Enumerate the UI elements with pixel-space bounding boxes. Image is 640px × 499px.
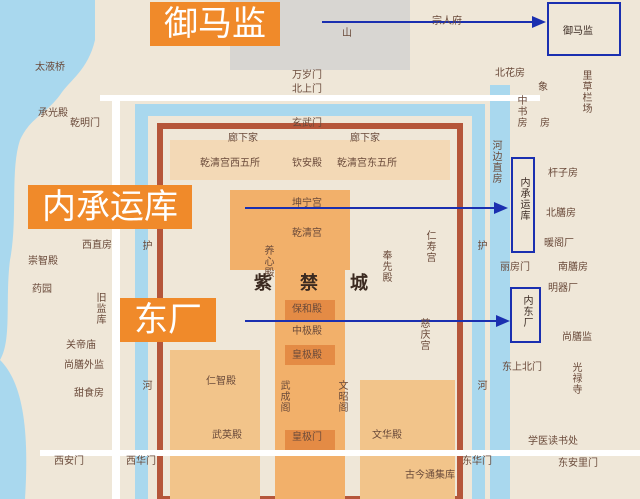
neidongchang-box-label: 内东厂 <box>521 295 532 328</box>
label-qianqinggong: 乾清宫 <box>292 228 322 239</box>
central-hall-1 <box>285 300 335 320</box>
li-text: 里 <box>580 70 591 81</box>
callout-yumajian: 御马监 <box>150 2 280 46</box>
label-wuyingdian: 武英殿 <box>212 430 242 441</box>
label-gujindian: 古今通集库 <box>405 470 455 481</box>
label-beishanfang: 北膳房 <box>546 208 576 219</box>
label-jin: 禁 <box>300 273 318 294</box>
label-beihuafang: 北花房 <box>495 68 525 79</box>
label-yangxindian: 养心殿 <box>262 245 273 278</box>
label-kunninggong: 坤宁宫 <box>292 198 322 209</box>
west-road <box>112 100 120 499</box>
label-dongshangmen: 东上北门 <box>502 362 542 373</box>
neidongchang-box: 内东厂 <box>510 287 541 343</box>
label-li-cao-lan-chang: 里草栏场 <box>580 70 591 114</box>
lake-lower <box>0 360 27 499</box>
label-taiyeqiao: 太液桥 <box>35 62 65 73</box>
label-qianqing-xiwusuo: 乾清宫西五所 <box>200 158 260 169</box>
label-nanshanfang: 南膳房 <box>558 262 588 273</box>
label-jiumen: 西华门 <box>126 456 156 467</box>
label-jiqingdian: 慈庆宫 <box>418 318 429 351</box>
label-cheng: 城 <box>350 273 368 294</box>
label-huangjimen: 皇极门 <box>292 432 322 443</box>
label-xiang: 象 <box>538 82 548 93</box>
chengyunku-box-label: 内承运库 <box>518 177 529 221</box>
label-huangjidian: 皇极殿 <box>292 350 322 361</box>
label-langxiajia-l: 廊下家 <box>228 133 258 144</box>
label-zongrenfu: 宗人府 <box>432 16 462 27</box>
label-xuanwumen: 玄武门 <box>292 118 322 129</box>
label-donghuamen: 东华门 <box>462 456 492 467</box>
label-wuchengge: 武成阁 <box>278 380 289 413</box>
east-block <box>360 380 455 499</box>
chengyunku-box: 内承运库 <box>511 157 535 253</box>
label-zhongshufang: 中书房 <box>515 95 526 128</box>
label-sifangdian: 西直房 <box>82 240 112 251</box>
north-row <box>170 140 450 180</box>
label-fengxiandian: 奉先殿 <box>380 250 391 283</box>
label-wansuimen: 万岁门 <box>292 70 322 81</box>
label-jiuyanjian: 旧监库 <box>94 292 105 325</box>
west-block <box>170 350 260 499</box>
label-xianfang: 西安门 <box>54 456 84 467</box>
label-baohedian: 保和殿 <box>292 304 322 315</box>
label-mingqichang: 明器厂 <box>548 283 578 294</box>
label-nuanfang: 暖阁厂 <box>544 238 574 249</box>
south-road <box>40 450 640 456</box>
label-he-l: 河 <box>140 380 151 391</box>
label-qinandian: 钦安殿 <box>292 158 322 169</box>
label-tianshifang: 甜食房 <box>74 388 104 399</box>
label-chengguangdian: 承光殿 <box>38 108 68 119</box>
label-renzhidian: 仁智殿 <box>206 376 236 387</box>
label-wenzhaoge: 文昭阁 <box>336 380 347 413</box>
inner-court <box>230 190 350 270</box>
label-guanglusi: 光禄寺 <box>570 362 581 395</box>
label-chongzhidian: 崇智殿 <box>28 256 58 267</box>
central-hall-2 <box>285 345 335 365</box>
lake <box>0 0 95 360</box>
label-xinzhai: 药园 <box>32 284 52 295</box>
label-renshougong: 仁寿宫 <box>424 230 435 263</box>
yumajian-box: 御马监 <box>547 2 621 56</box>
arrow-head-2 <box>494 202 508 214</box>
label-fang: 房 <box>540 118 550 129</box>
label-zongdian: 杆子房 <box>548 168 578 179</box>
callout-chengyunku: 内承运库 <box>28 185 192 229</box>
label-donganmen: 东安里门 <box>558 458 598 469</box>
label-shangshanjian: 尚膳外监 <box>64 360 104 371</box>
label-xueli: 学医读书处 <box>528 436 578 447</box>
label-he-r: 河 <box>475 380 486 391</box>
label-zi: 紫 <box>254 273 272 294</box>
callout-dongchang: 东厂 <box>120 298 216 342</box>
north-road <box>100 95 540 101</box>
label-zhonghedian: 中极殿 <box>292 326 322 337</box>
label-beishangmen: 北上门 <box>292 84 322 95</box>
label-heyikou: 河边直房 <box>490 140 501 184</box>
chang-text: 场 <box>580 103 591 114</box>
label-wenhuadian: 文华殿 <box>372 430 402 441</box>
label-guanjian: 关帝庙 <box>66 340 96 351</box>
yumajian-box-label: 御马监 <box>563 26 593 37</box>
lan-text: 栏 <box>580 92 591 103</box>
label-shan: 山 <box>342 28 352 39</box>
cao-text: 草 <box>580 81 591 92</box>
arrow-head-1 <box>532 16 546 28</box>
label-shangshanjian-r: 尚膳监 <box>562 332 592 343</box>
label-hu-l: 护 <box>140 240 151 251</box>
label-liqianmen: 丽房门 <box>500 262 530 273</box>
label-langxiajia-r: 廊下家 <box>350 133 380 144</box>
label-qianqing-dongwusuo: 乾清宫东五所 <box>337 158 397 169</box>
label-hu-r: 护 <box>475 240 486 251</box>
east-river <box>490 85 510 499</box>
label-qianmingmen: 乾明门 <box>70 118 100 129</box>
arrow-head-3 <box>496 315 510 327</box>
